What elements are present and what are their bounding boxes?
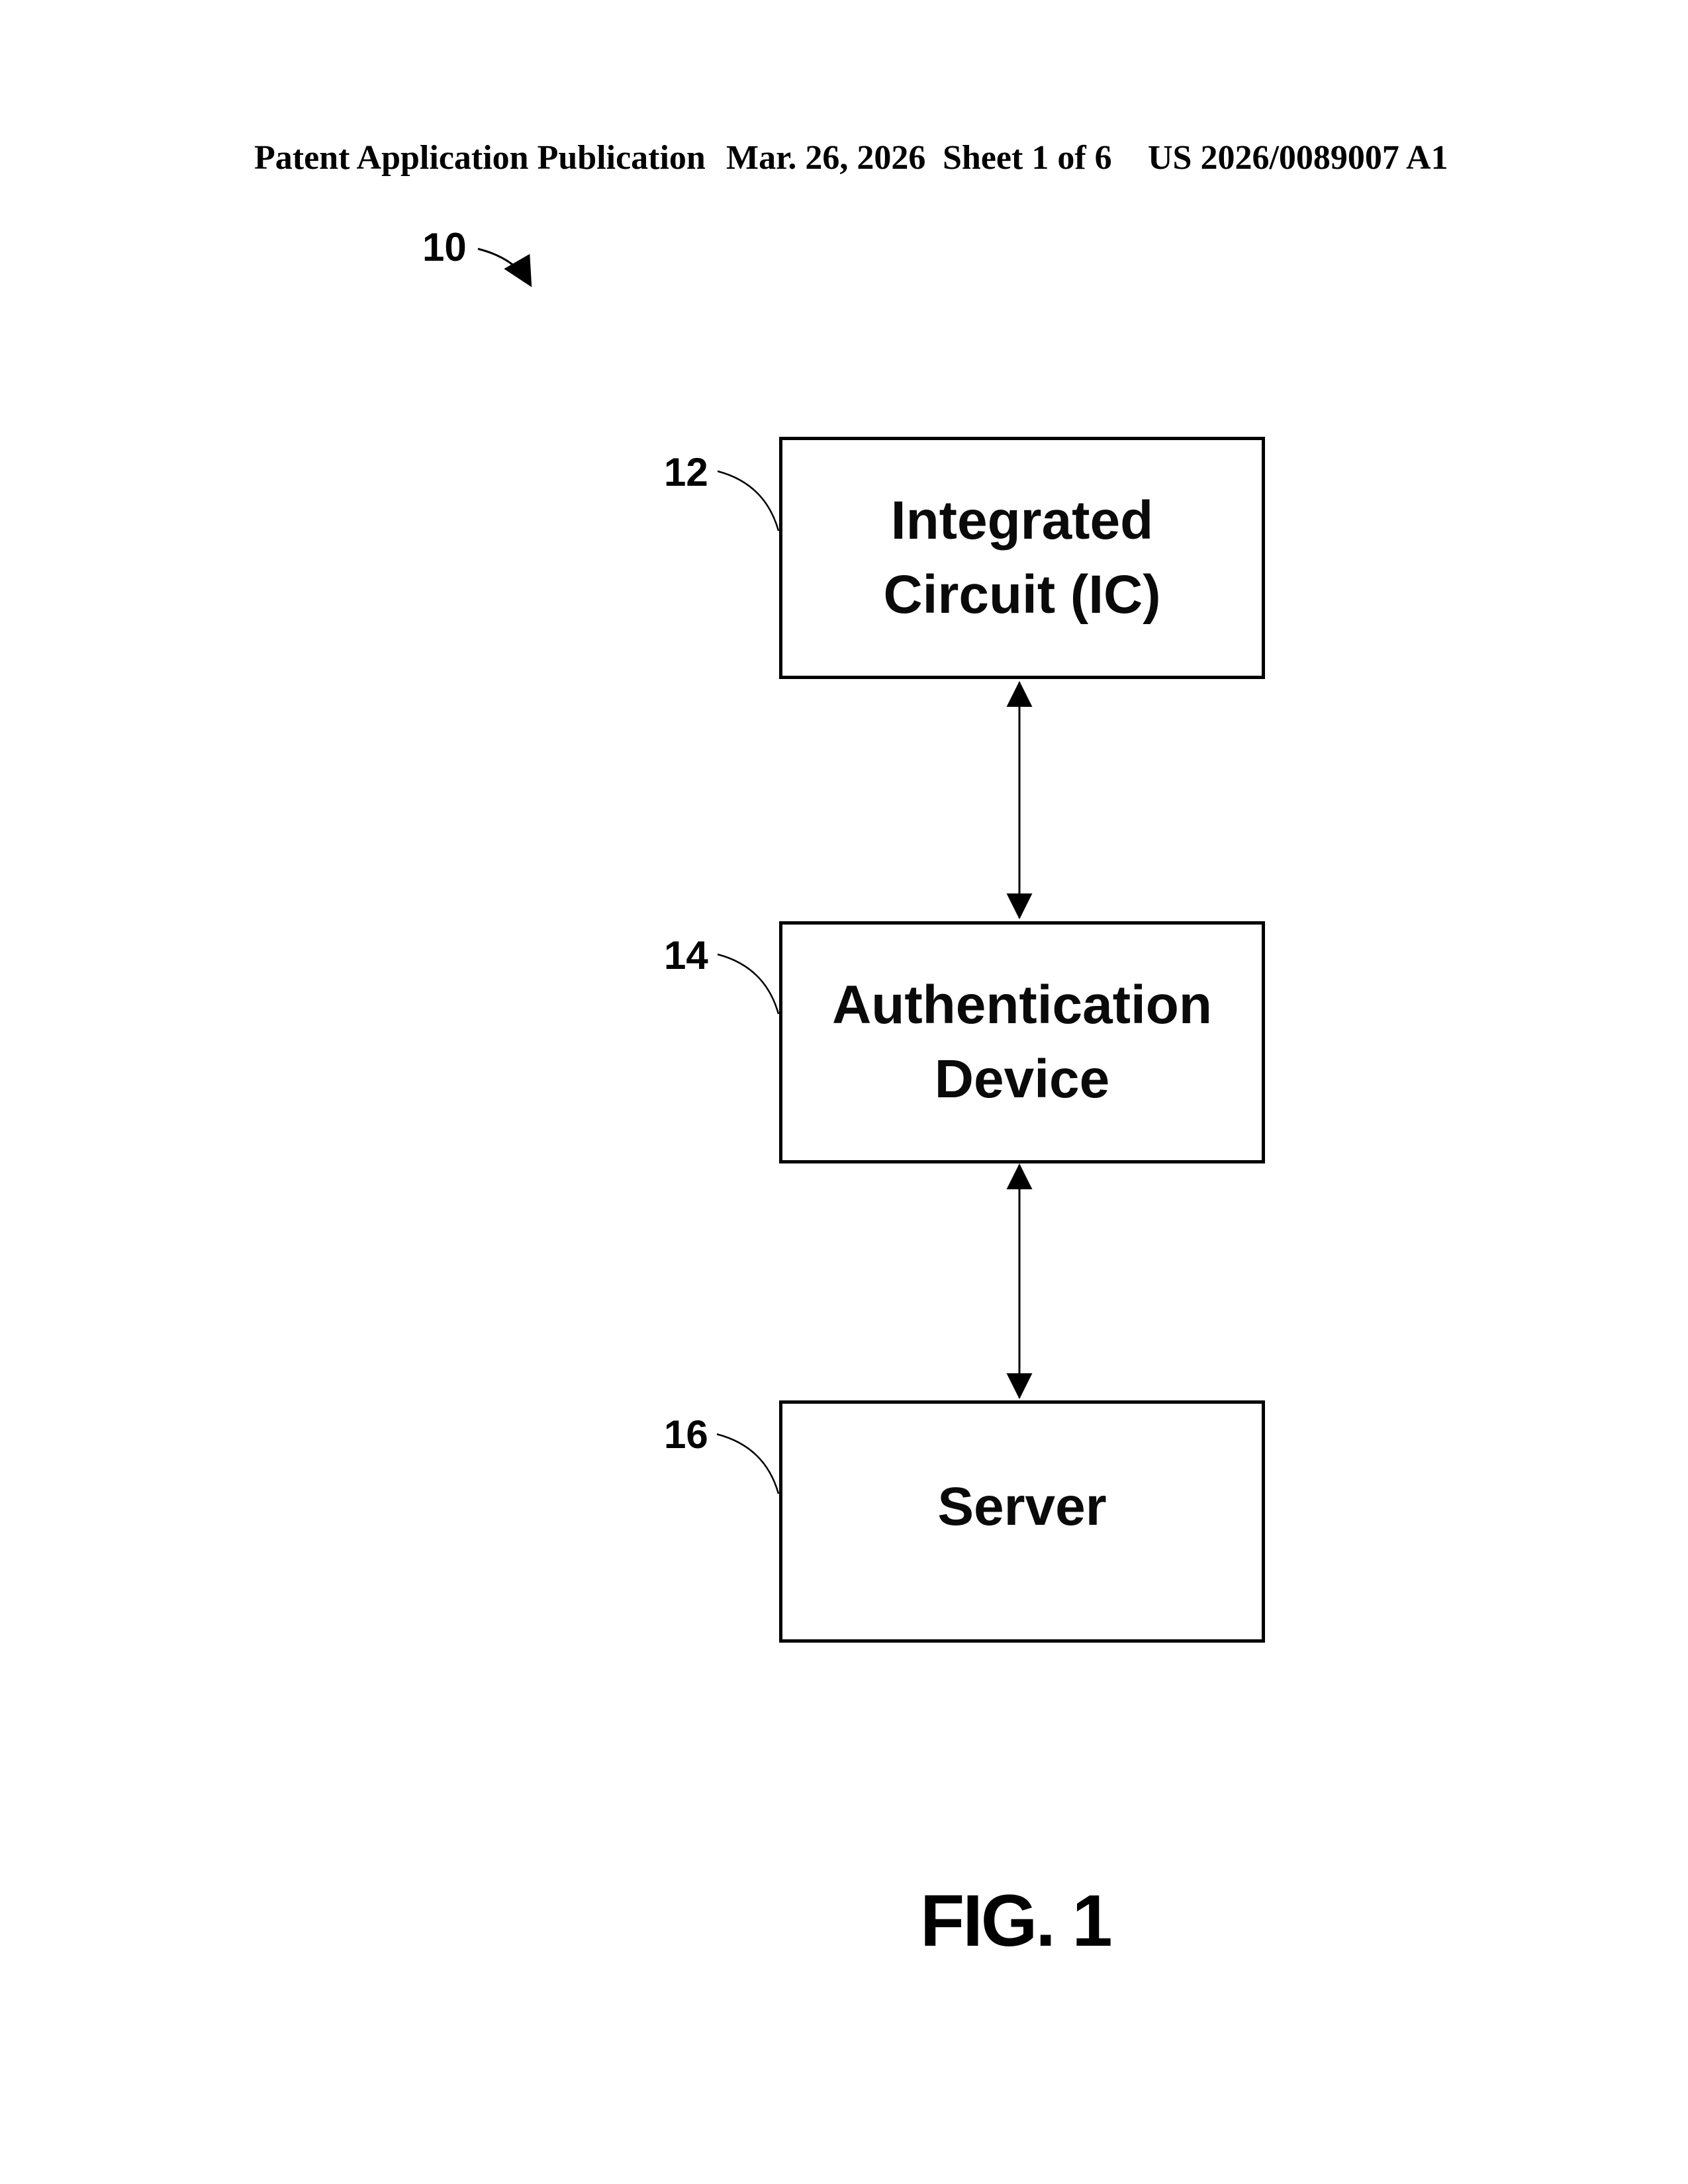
block-integrated-circuit: Integrated Circuit (IC) (779, 437, 1265, 679)
ref-label-14: 14 (664, 933, 708, 978)
ref-label-12: 12 (664, 450, 708, 494)
header-publication-number: US 2026/0089007 A1 (1148, 139, 1448, 177)
ref-label-10: 10 (422, 225, 467, 269)
block-integrated-circuit-label: Integrated Circuit (IC) (883, 490, 1161, 625)
ref-label-16: 16 (664, 1412, 708, 1457)
figure-caption: FIG. 1 (920, 1880, 1113, 1962)
leader-line-14 (717, 953, 780, 1015)
block-server-label: Server (937, 1477, 1107, 1537)
leader-line-16 (716, 1433, 780, 1494)
block-server: Server (779, 1400, 1265, 1643)
header-sheet-number: Sheet 1 of 6 (943, 139, 1112, 177)
block-authentication-device: Authentication Device (779, 921, 1265, 1163)
header-date: Mar. 26, 2026 (726, 139, 926, 177)
header-publication-type: Patent Application Publication (254, 139, 706, 177)
block-authentication-device-label: Authentication Device (832, 975, 1212, 1109)
leader-arrow-10 (477, 248, 532, 287)
leader-line-12 (717, 470, 780, 531)
